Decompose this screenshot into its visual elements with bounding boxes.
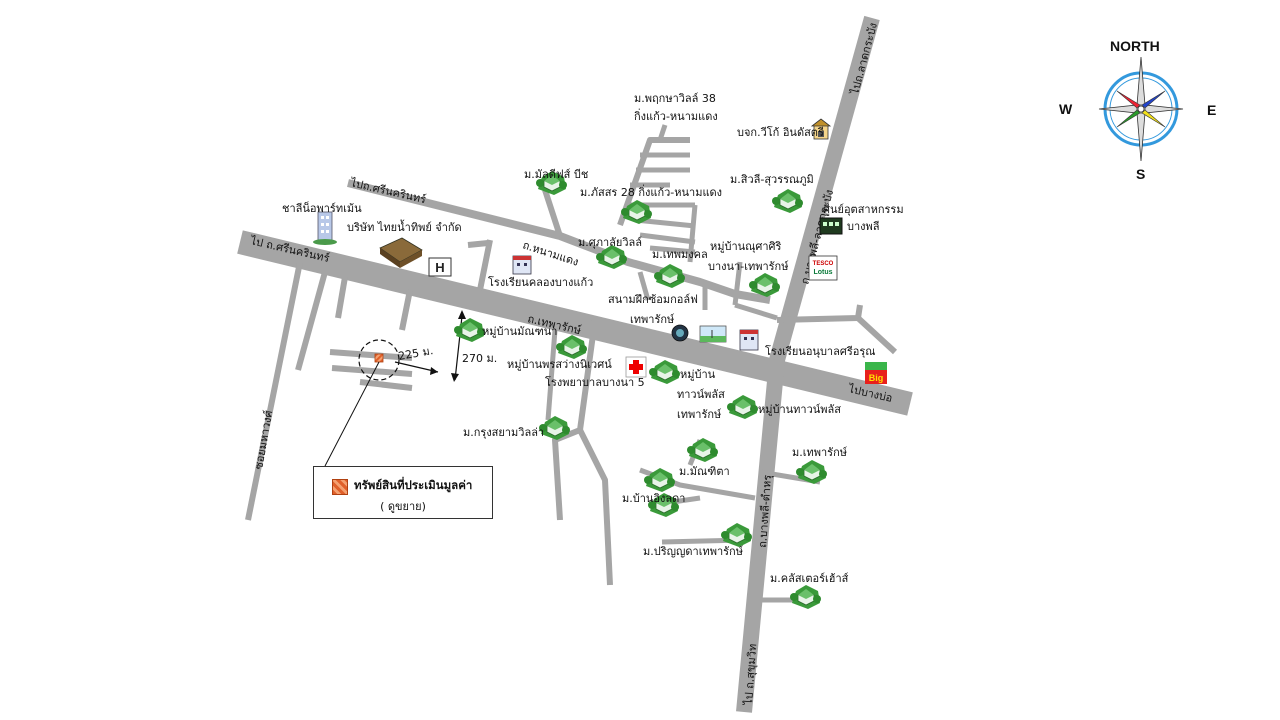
honda-logo-icon: H [428,257,452,277]
compass-west-label: W [1059,101,1073,117]
compass-north-label: NORTH [1110,38,1160,54]
road-label-south-dir: ไป ถ.สุขุมวิท [742,643,759,706]
place-label: ม.เทพมงคล [652,248,708,261]
place-label: ม.คลัสเตอร์เฮ้าส์ [770,572,849,585]
place-label: โรงพยาบาลบางนา 5 [545,375,645,389]
svg-text:TESCO: TESCO [813,261,834,267]
hospital-icon [625,356,647,378]
svg-text:H: H [435,260,444,275]
place-label: โรงเรียนอนุบาลศรีอรุณ [765,344,875,358]
place-labels: ม.พฤกษาวิลล์ 38 กิ่งแก้ว-หนามแดง บจก.วีโ… [282,92,904,585]
place-label: บางนา-เทพารักษ์ [708,260,789,273]
road-label-west-vertical: ซอยมหาวงศ์ [252,409,275,470]
place-label: กิ่งแก้ว-หนามแดง [634,108,718,123]
place-label: ม.มัณฑิตา [679,465,730,478]
school-icon [512,255,532,275]
place-label: โรงเรียนคลองบางแก้ว [488,275,593,289]
place-label: ม.บ้านอิงลดา [622,492,685,505]
place-label: ม.พฤกษาวิลล์ 38 [634,92,716,105]
big-c-logo-icon: Big [865,362,887,384]
place-label: ศูนย์อุตสาหกรรม [823,203,904,216]
legend-box: ทรัพย์สินที่ประเมินมูลค่า ( ดูขยาย) [313,466,493,519]
place-label: บริษัท ไทยน้ำทิพย์ จำกัด [347,219,462,234]
place-label: ม.กรุงสยามวิลล่า [463,426,544,439]
place-label: ทาวน์พลัส [677,388,725,401]
school-icon-2 [739,329,759,351]
office-icon [810,118,832,140]
legend-subtitle: ( ดูขยาย) [380,500,426,513]
factory-icon [379,237,423,268]
place-label: หมู่บ้านณุศาศิริ [710,240,782,253]
golf-icon [699,325,727,343]
place-label: บจก.วีโก้ อินดัสตรี [737,125,824,139]
place-label: ม.สิวลี-สุวรรณภูมิ [730,173,814,186]
place-label: หมู่บ้าน [680,368,716,381]
apartment-icon [313,211,337,245]
compass-east-label: E [1207,102,1216,118]
road-bangphli-tamru [736,359,785,713]
road-label-south-name: ถ.บางพลี-ตำหรุ [756,474,774,548]
landmark-icons: H [313,118,887,610]
industrial-center-icon [819,217,843,235]
place-label: ม.ภัสสร 28 กิ่งแก้ว-หนามแดง [580,184,722,199]
legend-title: ทรัพย์สินที่ประเมินมูลค่า [354,478,473,492]
road-thepharak [237,230,913,416]
place-label: เทพารักษ์ [630,313,675,326]
place-label: ม.ปริญญดาเทพารักษ์ [643,545,743,558]
place-label: หมู่บ้านทาวน์พลัส [758,403,841,416]
tesco-lotus-logo-icon: TESCO Lotus [808,255,838,281]
place-label: เทพารักษ์ [677,408,722,421]
place-label: หมู่บ้านพรสว่างนิเวศน์ [507,358,612,371]
place-label: ม.มัลดีฟส์ บีช [524,168,588,181]
compass-south-label: S [1136,166,1145,182]
distance-horizontal: 225 ม. [397,344,434,363]
place-label: ม.ศุภาลัยวิลล์ [578,236,642,249]
place-label: สนามฝึกซ้อมกอล์ฟ [608,293,698,306]
compass-rose: NORTH W E S [1059,38,1216,182]
svg-text:Lotus: Lotus [813,269,832,276]
place-label: บางพลี [847,220,880,233]
distance-vertical: 270 ม. [462,352,497,365]
place-label: หมู่บ้านมัณฑนา [482,325,557,338]
road-west-vertical [245,261,303,521]
place-label: ม.เทพารักษ์ [792,446,847,459]
property-swatch-icon [332,479,348,495]
place-label: ชาลีน็อพาร์ทเม้น [282,201,362,215]
svg-text:Big: Big [869,373,884,383]
road-bangphli-latkrabang [769,15,880,363]
